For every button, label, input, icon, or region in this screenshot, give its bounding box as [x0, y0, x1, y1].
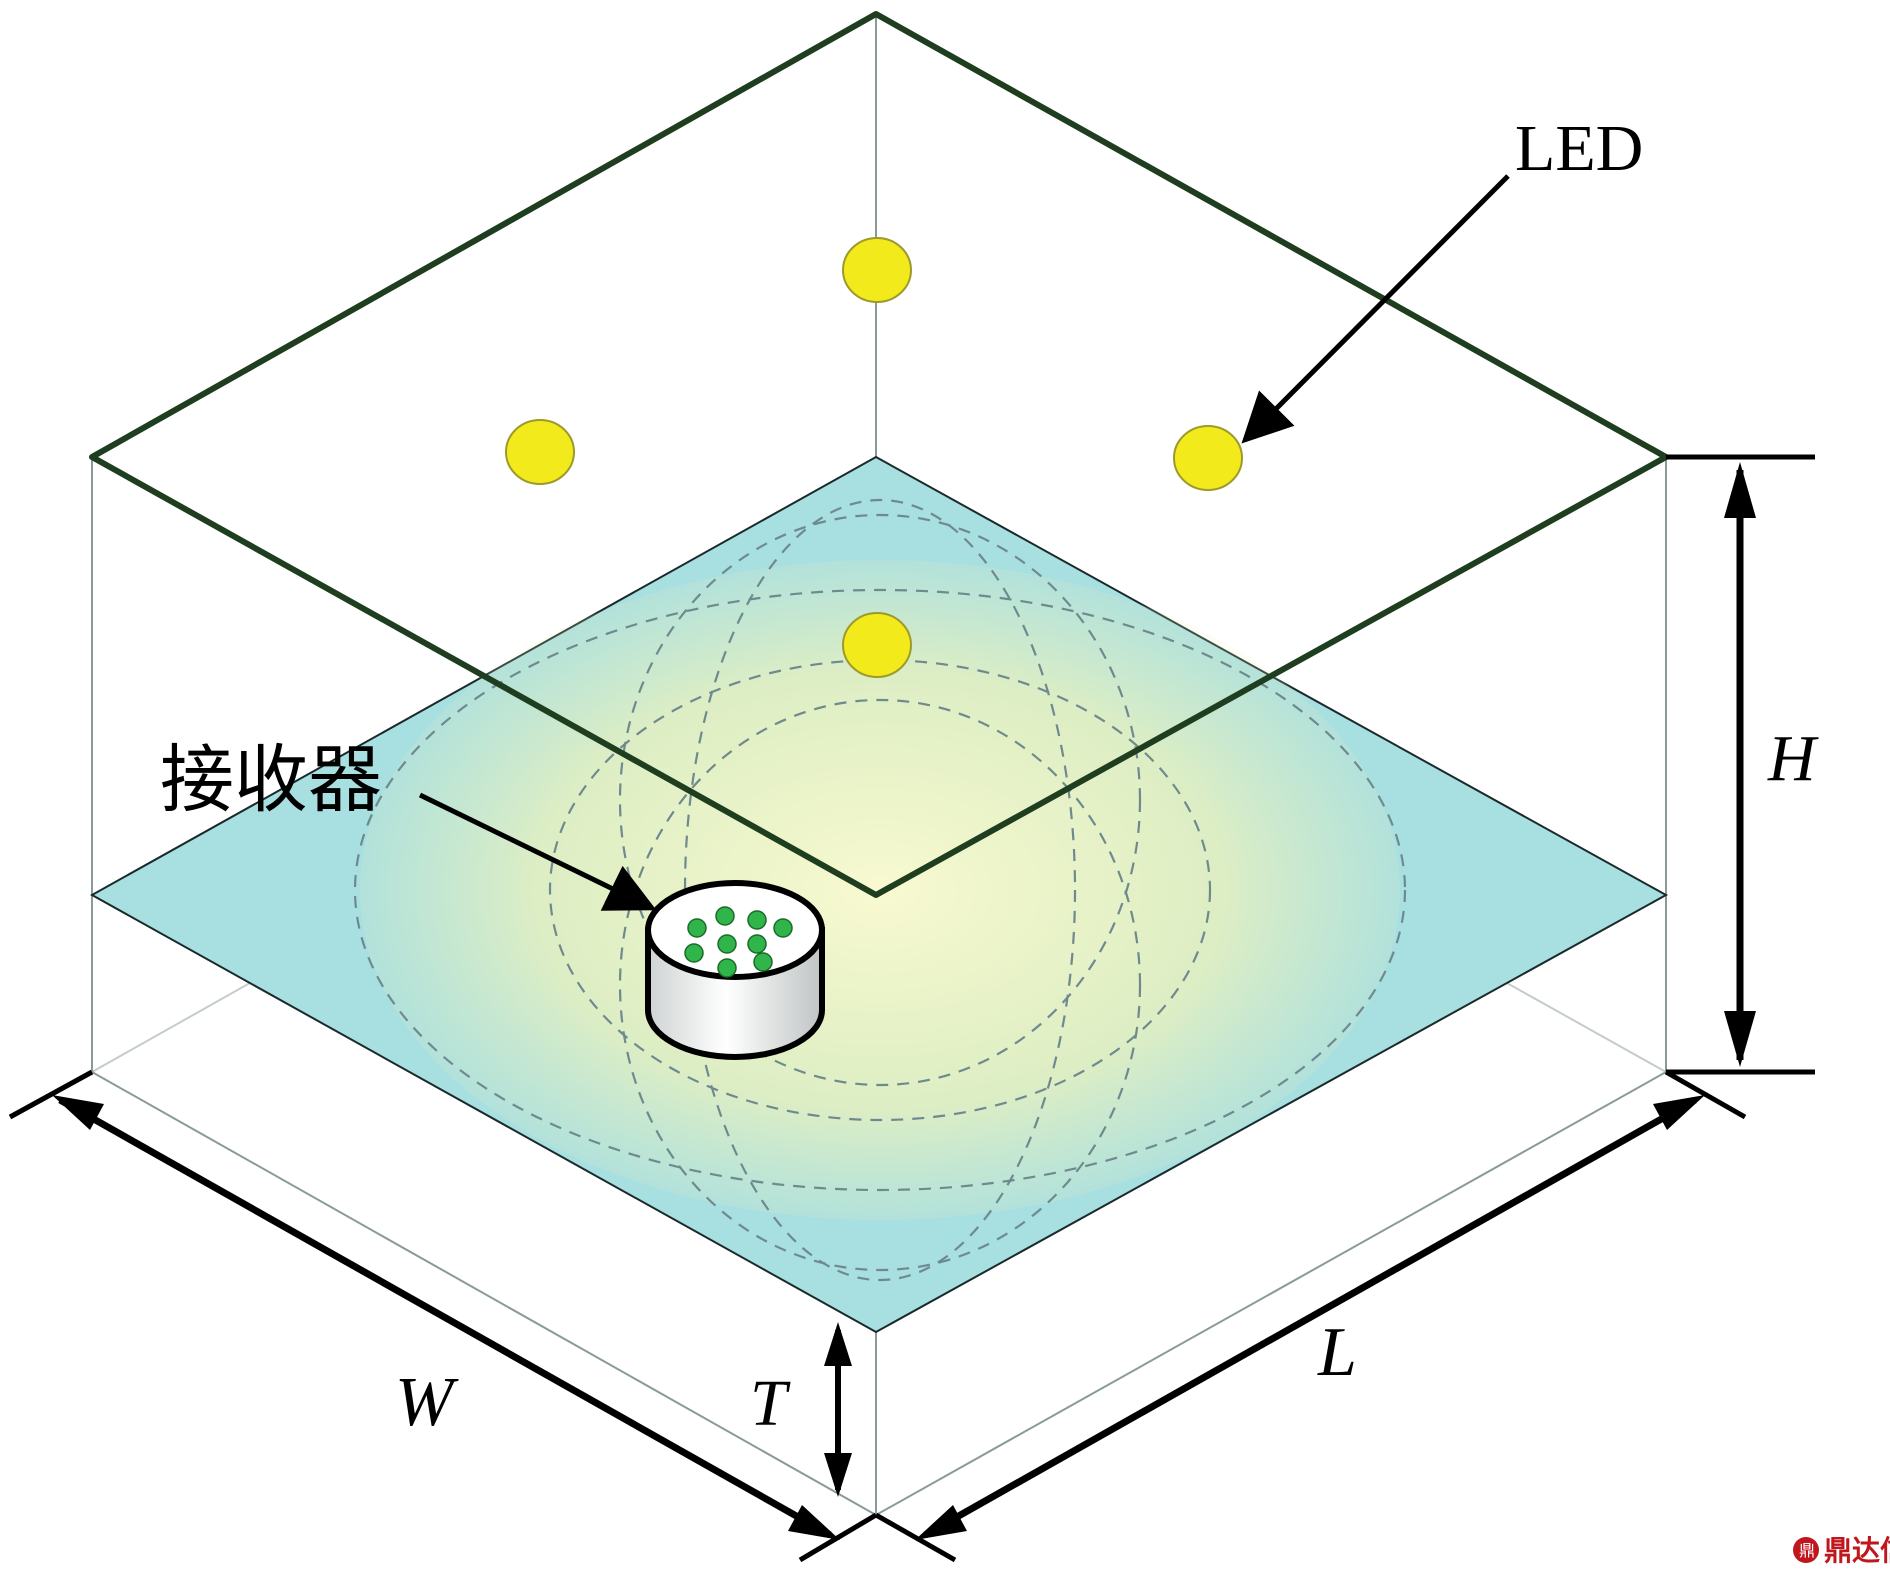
watermark: 鼎 鼎达信 — [1793, 1534, 1890, 1567]
photodiode-array — [684, 906, 793, 978]
led-light — [842, 612, 912, 678]
thickness-dimension — [824, 1322, 852, 1497]
ceiling-plane — [89, 11, 1669, 898]
led-label: LED — [1515, 112, 1643, 185]
led-callout-arrow — [1241, 174, 1510, 444]
length-label: L — [1317, 1314, 1357, 1391]
svg-text:鼎: 鼎 — [1799, 1541, 1815, 1560]
led-light — [505, 419, 575, 485]
width-label: W — [395, 1364, 459, 1441]
led-light — [842, 237, 912, 303]
receiver-callout-arrow — [418, 792, 657, 911]
length-dimension — [874, 1069, 1747, 1563]
receiver-label: 接收器 — [160, 737, 382, 823]
height-dimension — [1666, 454, 1815, 1075]
thickness-label: T — [750, 1367, 791, 1440]
led-lights — [505, 237, 1243, 678]
height-label: H — [1767, 722, 1819, 795]
watermark-logo-icon — [1793, 1537, 1819, 1563]
width-dimension — [8, 1069, 878, 1563]
watermark-text: 鼎达信 — [1824, 1534, 1890, 1567]
led-light — [1173, 425, 1243, 491]
receiver-device — [645, 880, 825, 1060]
